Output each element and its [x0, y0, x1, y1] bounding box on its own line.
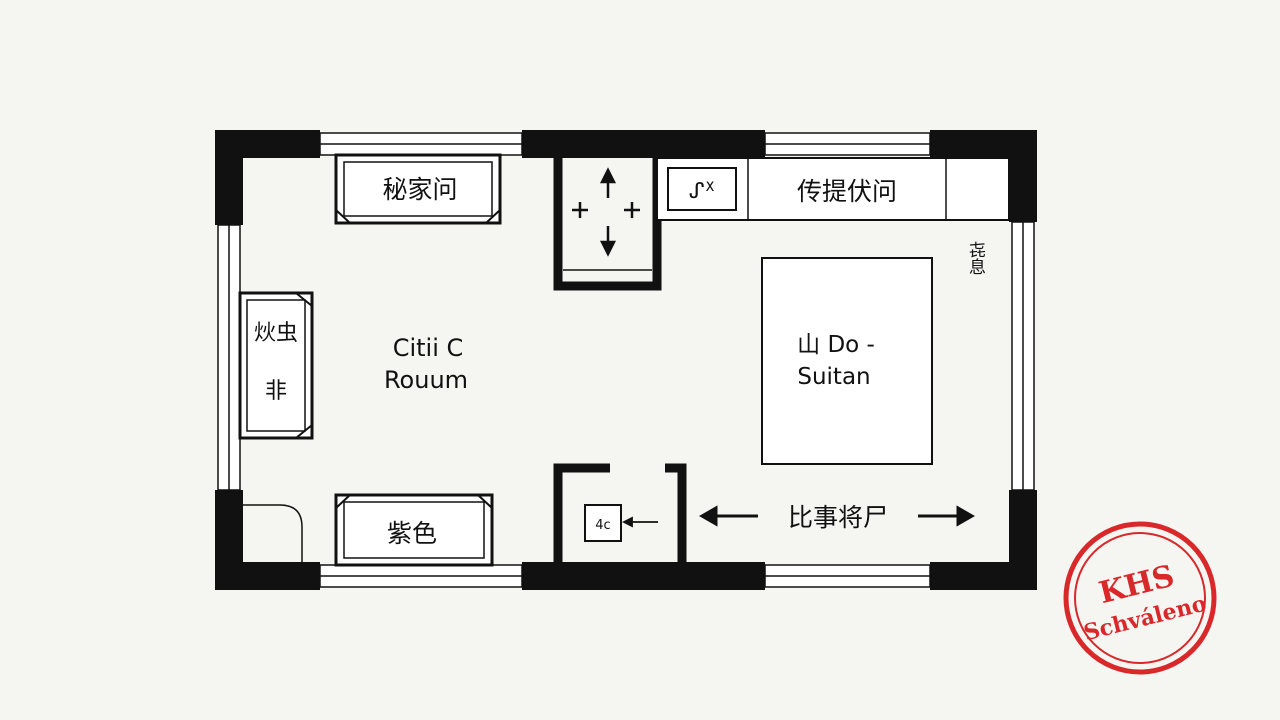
- sofa-bottom: 紫色: [334, 493, 494, 567]
- suite-label-line1: 山 Do -: [797, 332, 875, 358]
- suite-bed: 山 Do - Suitan: [761, 257, 933, 465]
- window-right: [1011, 221, 1035, 491]
- suite-label-line2: Suitan: [797, 364, 870, 390]
- living-room-label-line2: Rouum: [384, 366, 468, 394]
- sofa-side-label-bottom: 非: [265, 379, 287, 404]
- corner-note-label: 㐂息: [965, 241, 986, 275]
- approval-stamp: KHS Schváleno: [1063, 521, 1217, 675]
- sofa-side-label-top: 炏虫: [254, 321, 298, 346]
- bath-fixture: 4c: [584, 504, 658, 542]
- appliance-box: [667, 167, 737, 211]
- window-bottom-left: [319, 564, 523, 588]
- outer-walls: [215, 130, 1037, 590]
- counter: ᔑᕁ 传提伏问: [656, 157, 1010, 221]
- stair-arrows-icon: [572, 167, 640, 257]
- window-top-left: [319, 132, 523, 156]
- partition-lower: [553, 463, 687, 562]
- window-left: [217, 224, 241, 491]
- partition-upper: [553, 158, 662, 291]
- arrow-left-small-icon: [621, 516, 658, 528]
- corridor-label: 比事将尸: [788, 503, 888, 532]
- window-bottom-right: [764, 564, 931, 588]
- arrow-right-icon: [918, 505, 976, 527]
- arrow-left-icon: [698, 505, 758, 527]
- sofa-top: 秘家问: [334, 153, 502, 225]
- living-room-label-line1: Citii C: [393, 334, 464, 362]
- door-swing: [243, 504, 303, 562]
- bath-fixture-label: 4c: [595, 518, 610, 533]
- appliance-box-label: ᔑᕁ: [689, 179, 715, 204]
- sofa-side: 炏虫 非: [238, 291, 314, 440]
- sofa-top-label: 秘家问: [382, 175, 457, 204]
- windows: [217, 132, 1035, 588]
- window-top-right: [764, 132, 931, 156]
- counter-label: 传提伏问: [797, 177, 897, 206]
- sofa-bottom-label: 紫色: [387, 519, 437, 548]
